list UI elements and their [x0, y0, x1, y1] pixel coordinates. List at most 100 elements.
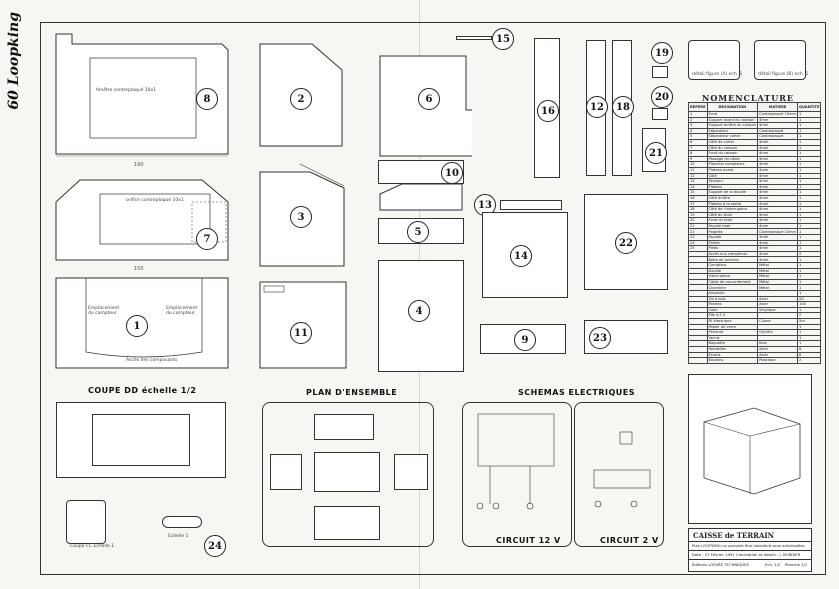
nomenclature-cell — [688, 357, 708, 364]
part-number-2: 2 — [290, 88, 312, 110]
nomenclature-cell: 1 — [797, 267, 822, 275]
coupe-dd-inner — [92, 414, 190, 466]
nomenclature-cell: 1 — [797, 334, 822, 342]
part-number-4: 4 — [408, 300, 430, 322]
part-number-21: 21 — [645, 142, 667, 164]
title-block-line2: Date : 27 Février 1991 Conception et des… — [692, 552, 801, 557]
coupe-cc-detail — [66, 500, 106, 544]
nomenclature-cell: 1 — [797, 340, 822, 347]
part-number-11: 11 — [290, 322, 312, 344]
nomenclature-cell: 1 — [797, 116, 822, 124]
part-number-23: 23 — [589, 327, 611, 349]
nomenclature-cell: 1 — [797, 256, 822, 263]
circuit-12v-panel — [462, 402, 572, 547]
nomenclature-cell: 5m — [797, 318, 822, 325]
part-number-16: 16 — [537, 100, 559, 122]
nomenclature-cell: Boutons — [706, 357, 759, 364]
nomenclature-cell: 1 — [797, 323, 822, 331]
title-block-planche: Planche 1/1 — [785, 562, 808, 567]
detail-figure-a-caption: détail figure (A) ech. 1 — [692, 72, 743, 77]
nomenclature-cell: 2 — [797, 312, 822, 319]
nomenclature-cell: 1 — [797, 262, 822, 269]
nomenclature-cell: 1 — [797, 122, 822, 129]
nomenclature-title: NOMENCLATURE — [702, 93, 794, 103]
nomenclature-header-cell: MATIERE — [757, 102, 799, 112]
detail-figure-b — [754, 40, 806, 80]
circuit-12v-diagram — [476, 413, 555, 510]
nomenclature-cell: 8 — [797, 345, 822, 353]
nomenclature-header-cell: REPERE — [688, 102, 708, 112]
part-number-1: 1 — [126, 315, 148, 337]
title-block-title: CAISSE de TERRAIN — [693, 531, 775, 540]
nomenclature-cell: 8 — [797, 351, 822, 359]
title-block-line1: Plan LOOPKING ne pouvant être reproduit … — [692, 543, 805, 548]
part-10b-drawing — [379, 183, 463, 211]
title-block-scale: Ech. 1/2 — [765, 562, 781, 567]
plan-ensemble-title: PLAN D'ENSEMBLE — [306, 388, 398, 397]
divider — [689, 541, 811, 542]
nomenclature-cell: 1 — [797, 111, 822, 118]
part-1-left-note: Emplacement du compteur — [88, 306, 120, 316]
divider — [689, 550, 811, 551]
plan-bottom-view — [314, 506, 380, 540]
nomenclature-cell: Support avant du caisson — [706, 116, 759, 124]
nomenclature-cell: Support arrière du caisson — [706, 122, 759, 129]
part-7-note: orifice contreplaqué 10x1 — [126, 198, 184, 203]
part-number-5: 5 — [407, 221, 429, 243]
plan-ensemble-panel — [262, 402, 434, 547]
nomenclature-cell: 2 — [797, 357, 822, 364]
circuit-2v-title: CIRCUIT 2 V — [600, 536, 659, 545]
nomenclature-cell: 2 — [797, 250, 822, 258]
nomenclature-cell: 100 — [797, 301, 822, 308]
title-block-editions: Éditions LOISIRS TECHNIQUES — [692, 562, 749, 567]
magazine-number: 60 Loopking — [6, 12, 22, 110]
plan-left-view — [270, 454, 302, 490]
perspective-drawing — [703, 407, 801, 495]
part-6-note: fenêtre contreplaqué 10x1 — [96, 88, 157, 93]
nomenclature-header-cell: DESIGNATION — [706, 102, 759, 112]
nomenclature-header-cell: QUANTITE — [797, 102, 822, 112]
part-number-12: 12 — [586, 96, 608, 118]
coupe-dd-title: COUPE DD échelle 1/2 — [88, 386, 197, 395]
part-number-9: 9 — [514, 329, 536, 351]
nomenclature-cell: 1 — [797, 273, 822, 280]
part-1-drawing — [55, 277, 229, 369]
part-20-drawing — [652, 108, 668, 120]
plan-right-view — [394, 454, 428, 490]
echelle-caption: Echelle 1 — [168, 534, 189, 539]
part-number-24: 24 — [204, 535, 226, 557]
nomenclature-cell: 50 — [797, 295, 822, 303]
nomenclature-cell: 1 — [797, 306, 822, 314]
drawing-frame — [40, 22, 826, 575]
title-block: CAISSE de TERRAIN Plan LOOPKING ne pouva… — [688, 528, 812, 572]
part-1-right-note: Emplacement du compteur — [166, 306, 198, 316]
plan-top-view — [314, 414, 374, 440]
part-number-20: 20 — [651, 86, 673, 108]
part-7-drawing — [55, 179, 229, 261]
nomenclature-cell: Contreplaqué 10mm — [757, 111, 799, 118]
